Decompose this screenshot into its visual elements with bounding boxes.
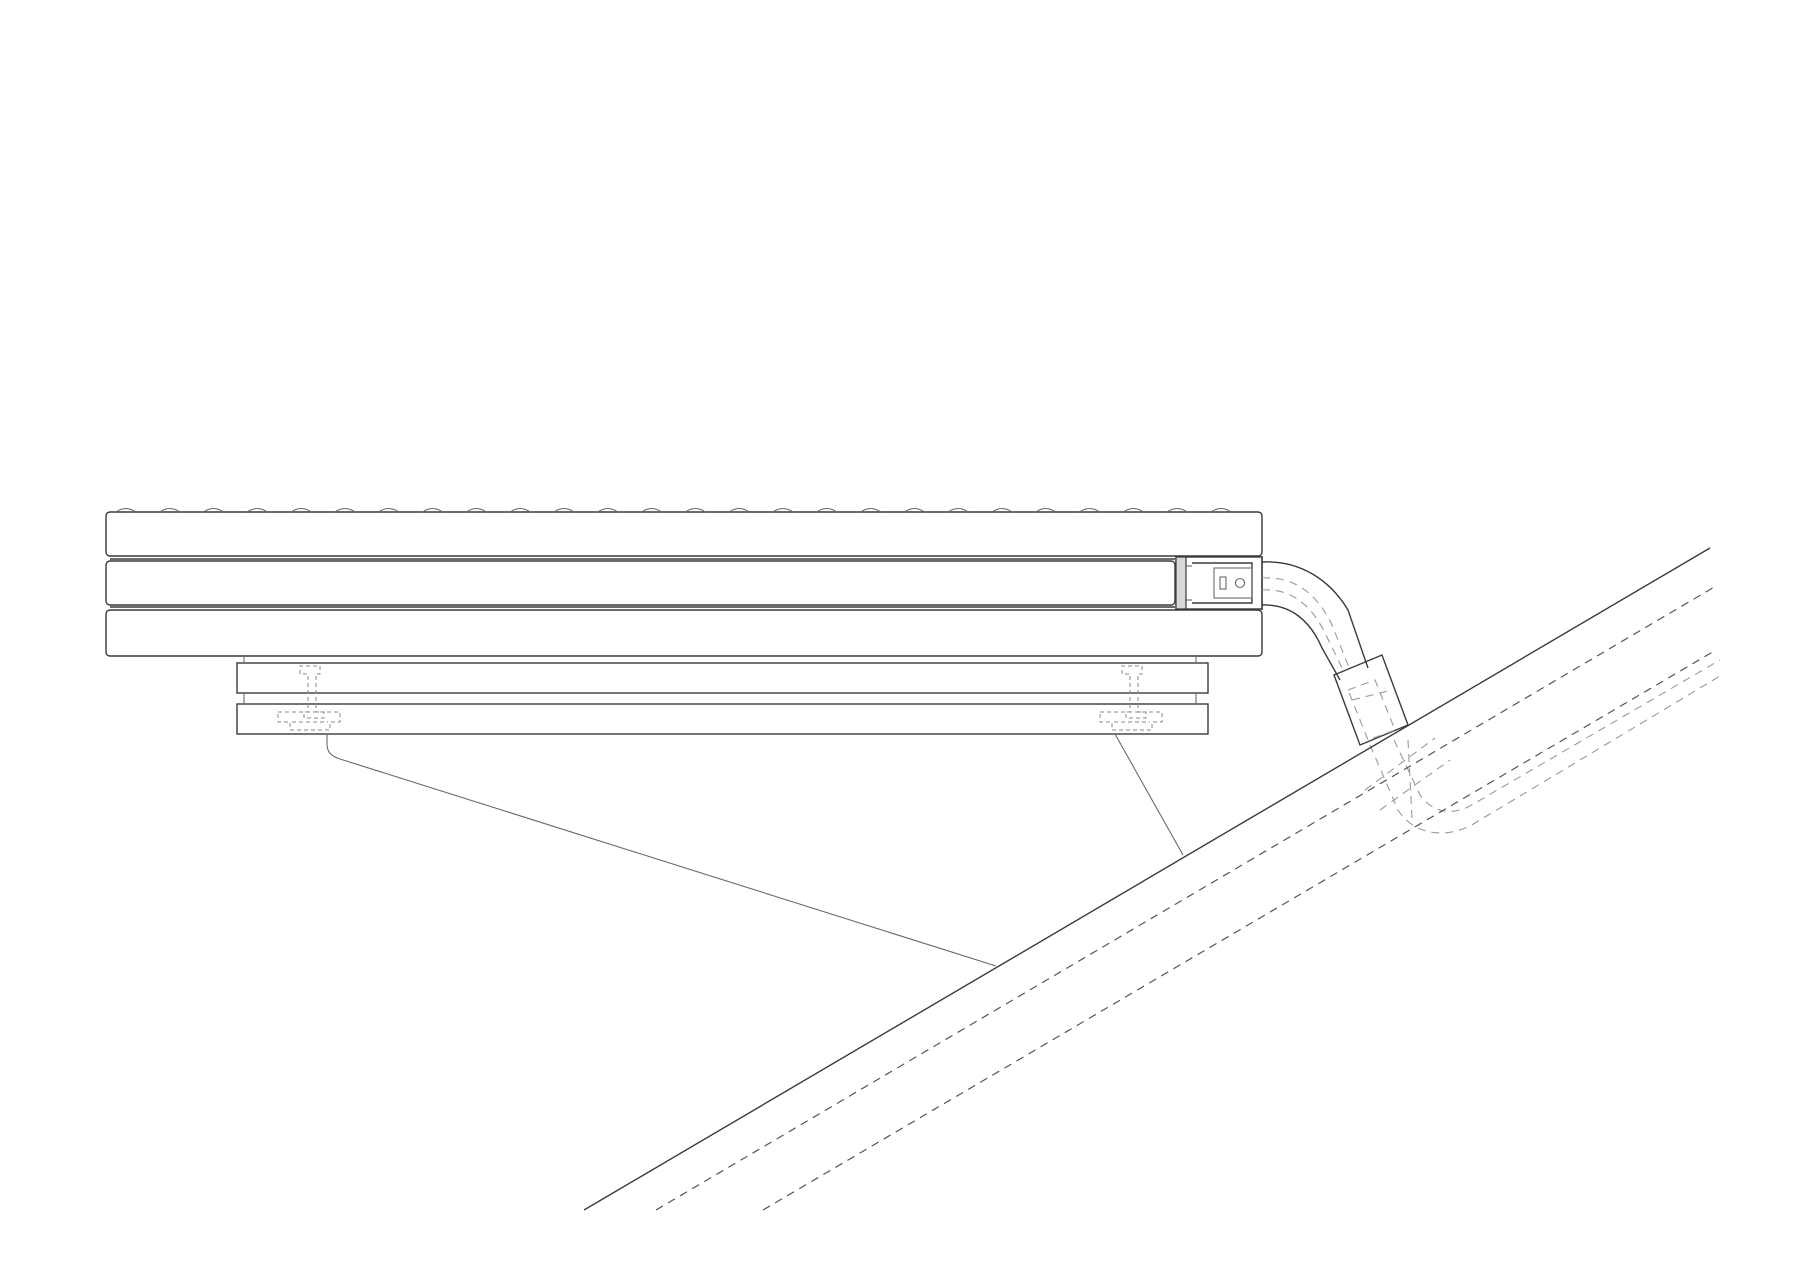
slat-bump <box>728 507 750 513</box>
slat-bump <box>553 507 575 513</box>
slat-bump <box>1166 507 1188 513</box>
seat-slat-middle <box>105 558 1176 608</box>
seat-slat-bottom <box>105 609 1263 657</box>
slat-bump <box>641 507 662 513</box>
slat-bump <box>816 507 838 513</box>
connector-bracket <box>1175 556 1263 610</box>
slat-bump <box>203 507 224 513</box>
slat-bump <box>1123 507 1144 513</box>
slat-bumps <box>115 507 1232 513</box>
slat-bump <box>378 507 400 513</box>
slat-bump <box>1079 507 1100 513</box>
hidden-foundation-lines <box>655 585 1717 1211</box>
slat-bump <box>290 507 312 513</box>
seat-slat-top <box>105 511 1263 557</box>
rail-fixing-right <box>1099 665 1163 731</box>
slat-bump <box>247 507 268 513</box>
rail-fixing-left <box>277 665 341 731</box>
slat-bump <box>772 507 794 513</box>
support-struts <box>326 733 1184 967</box>
hidden-pipe-below-ground <box>1364 659 1721 834</box>
slat-bump <box>597 507 619 513</box>
bench-seat <box>105 507 1263 657</box>
slat-bump <box>466 507 487 513</box>
lower-rails <box>236 656 1209 735</box>
slat-bump <box>685 507 706 513</box>
slat-bump <box>115 507 137 513</box>
slat-bump <box>1035 507 1057 513</box>
slat-bump <box>991 507 1013 513</box>
slat-bump <box>1210 507 1232 513</box>
curved-pipe-arm <box>1261 561 1369 681</box>
slat-bump <box>159 507 181 513</box>
slat-bump <box>334 507 356 513</box>
slat-bump <box>904 507 925 513</box>
slat-bump <box>947 507 969 513</box>
slat-bump <box>422 507 443 513</box>
slat-bump <box>860 507 881 513</box>
sloped-ground-line <box>583 547 1711 1211</box>
slat-bump <box>509 507 531 513</box>
